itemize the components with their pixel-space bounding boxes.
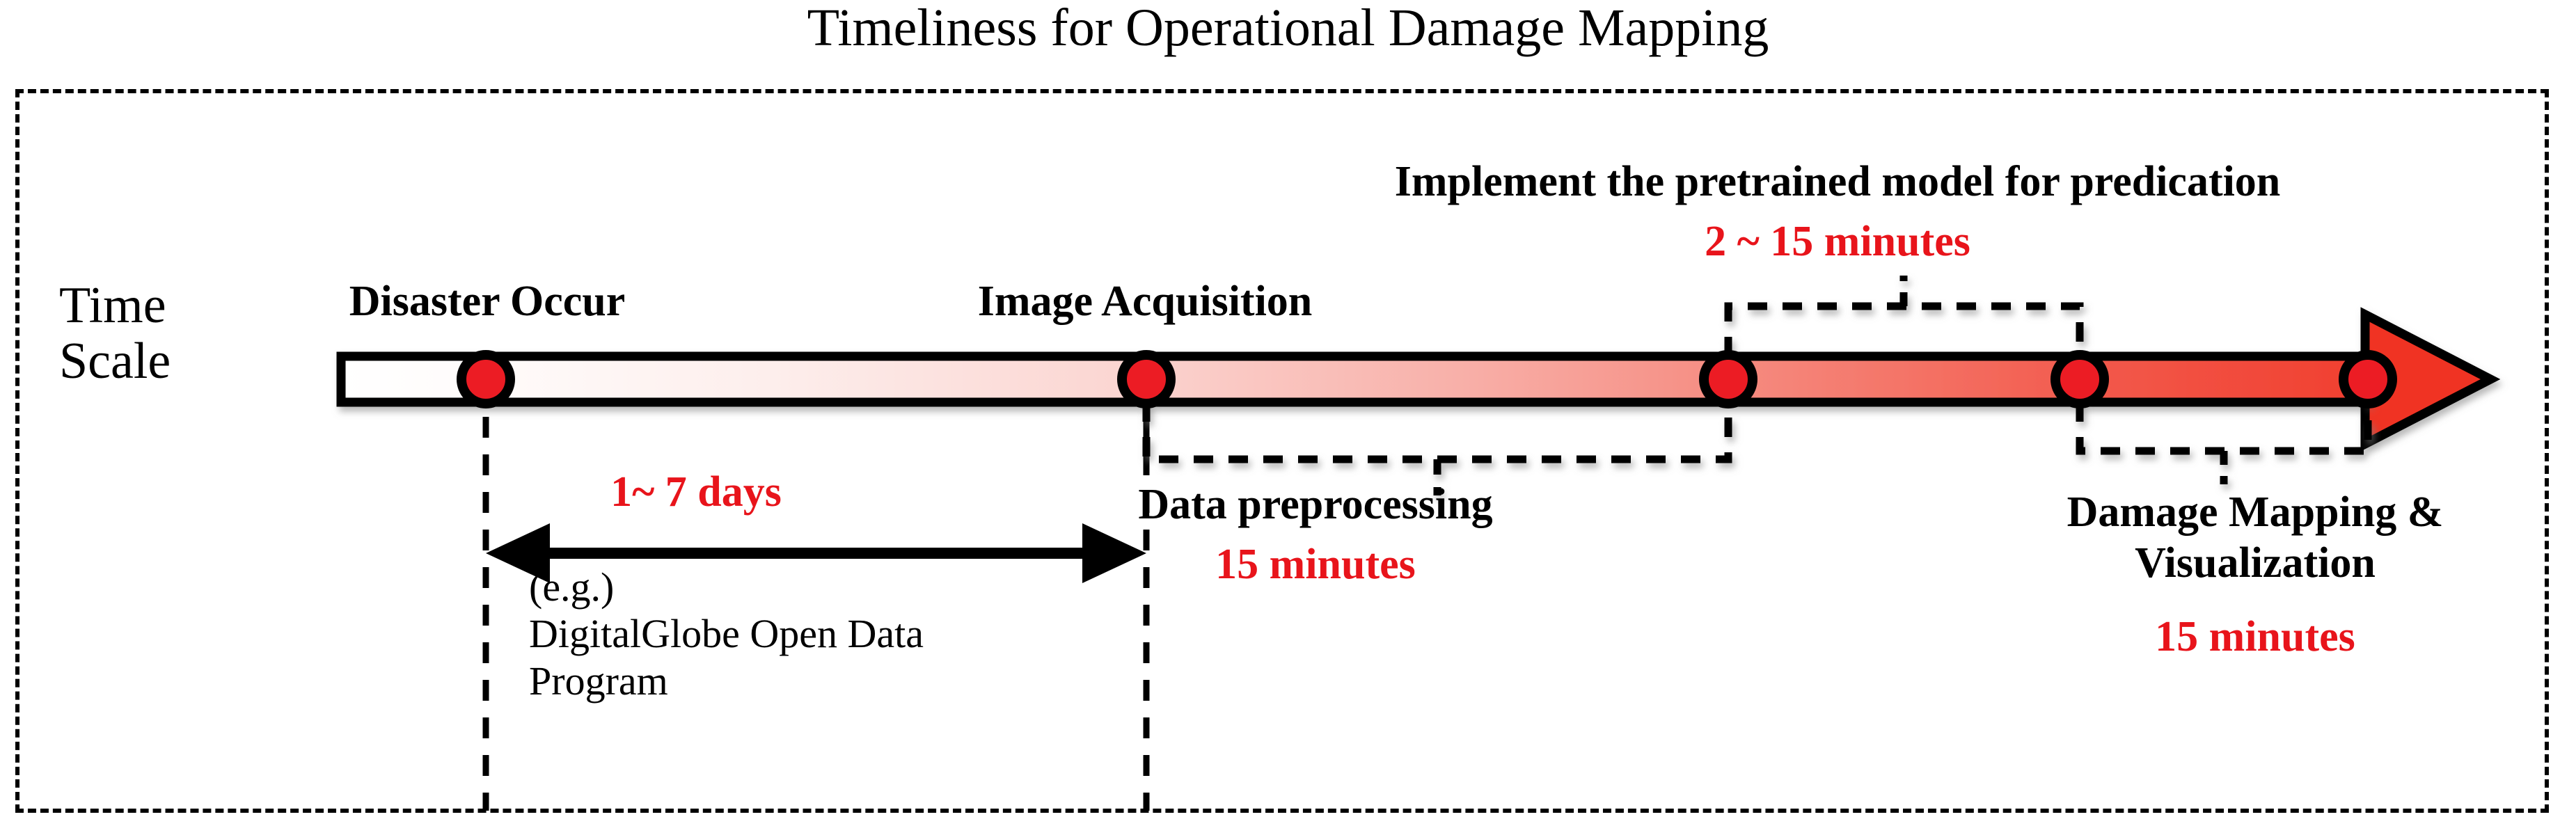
page-title: Timeliness for Operational Damage Mappin…: [807, 0, 1769, 57]
milestone-marker-disaster-occur[interactable]: [457, 350, 515, 408]
span-note-disaster-to-acquisition: (e.g.) DigitalGlobe Open Data Program: [529, 564, 1155, 704]
span-note-line-1: (e.g.): [529, 564, 615, 610]
time-scale-label-line1: Time: [59, 277, 166, 334]
time-scale-label-line2: Scale: [59, 332, 171, 390]
span-name-damage-mapping-line2: Visualization: [2135, 539, 2376, 587]
span-name-damage-mapping: Damage Mapping & Visualization: [1907, 487, 2576, 589]
milestone-marker-model-start[interactable]: [1699, 350, 1757, 408]
span-duration-damage-mapping: 15 minutes: [2155, 613, 2355, 660]
span-duration-data-preprocessing: 15 minutes: [1215, 541, 1416, 588]
span-note-line-2: DigitalGlobe Open Data: [529, 611, 924, 657]
span-name-damage-mapping-line1: Damage Mapping &: [2067, 489, 2444, 536]
span-name-model-inference: Implement the pretrained model for predi…: [1394, 158, 2281, 205]
time-scale-label: Time Scale: [59, 278, 268, 390]
duration-arrow-days: [486, 523, 1146, 583]
bracket-model-inference: [1724, 276, 2084, 356]
timeline-bar: [336, 307, 2501, 452]
milestone-marker-image-acquisition[interactable]: [1117, 350, 1176, 408]
span-name-data-preprocessing: Data preprocessing: [1138, 481, 1493, 528]
diagram-frame: [15, 89, 2549, 813]
bracket-data-preprocessing: [1142, 402, 1732, 495]
bracket-damage-mapping: [2076, 402, 2372, 484]
milestone-marker-model-end[interactable]: [2050, 350, 2109, 408]
milestone-marker-mapping-end[interactable]: [2339, 350, 2397, 408]
span-note-line-3: Program: [529, 658, 668, 704]
milestone-label-disaster-occur: Disaster Occur: [349, 278, 626, 325]
span-duration-model-inference: 2 ~ 15 minutes: [1705, 218, 1970, 265]
span-duration-disaster-to-acquisition: 1~ 7 days: [610, 468, 782, 516]
milestone-label-image-acquisition: Image Acquisition: [977, 278, 1313, 325]
